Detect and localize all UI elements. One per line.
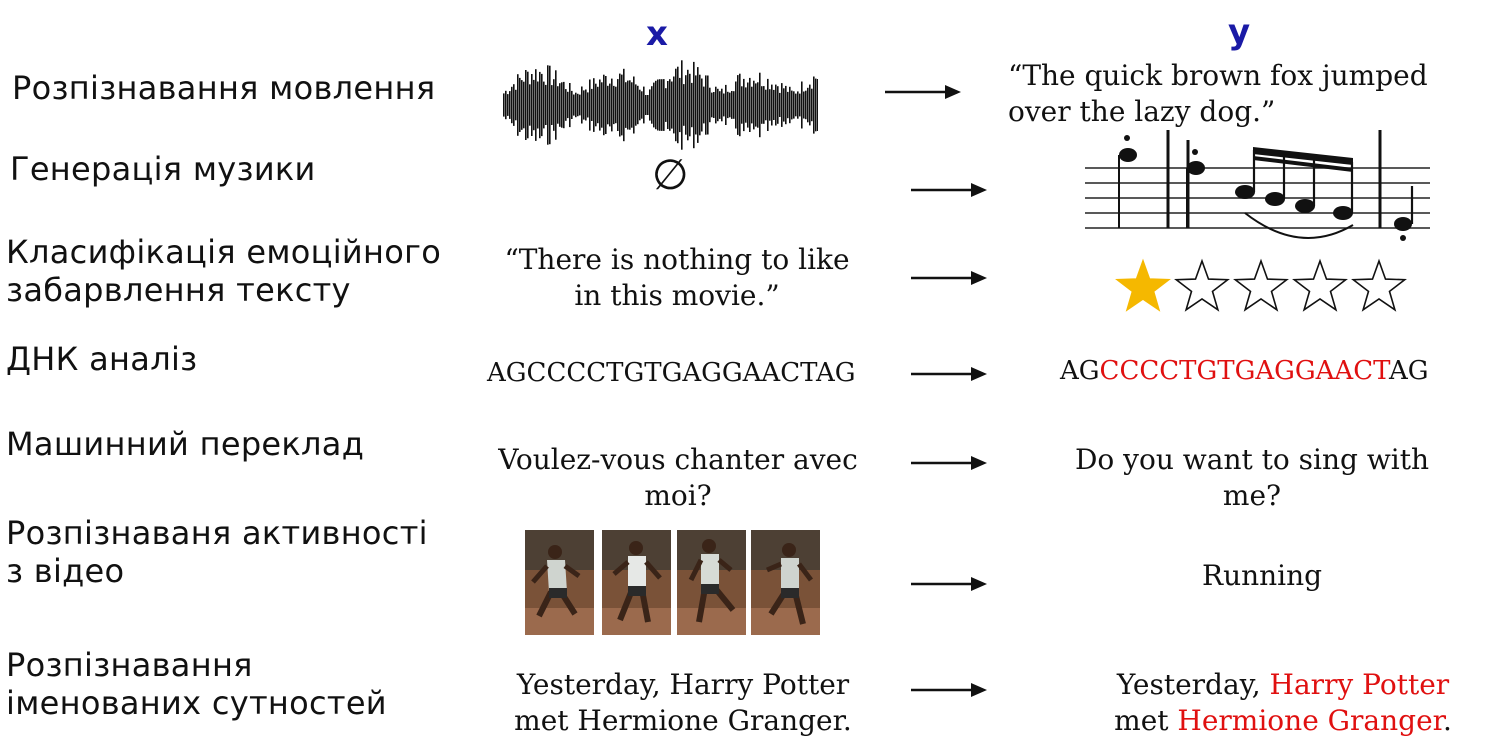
star-empty-icon — [1174, 258, 1230, 312]
star-empty-icon — [1233, 258, 1289, 312]
runner-photo-icon — [677, 530, 746, 635]
column-header-y: y — [1228, 12, 1251, 52]
task-label-sentiment-classification: Класифікація емоційного забарвлення текс… — [6, 233, 442, 309]
column-header-x: x — [646, 14, 668, 54]
runner-photo-icon — [602, 530, 671, 635]
task-label-named-entity-recognition: Розпізнавання іменованих сутностей — [6, 646, 387, 722]
audio-waveform-icon — [503, 60, 818, 150]
input-ner-sentence: Yesterday, Harry Potter met Hermione Gra… — [514, 668, 852, 738]
input-movie-review: “There is nothing to like in this movie.… — [504, 243, 850, 313]
input-french-sentence: Voulez-vous chanter avec moi? — [498, 443, 858, 513]
arrow-icon — [911, 367, 987, 381]
dna-highlight: CCCCTGTGAGGAACT — [1099, 356, 1390, 386]
output-dna-sequence: AGCCCCTGTGAGGAACTAG — [1060, 356, 1429, 386]
output-ner-tagged: Yesterday, Harry Potter met Hermione Gra… — [1114, 668, 1452, 738]
arrow-icon — [911, 271, 987, 285]
runner-photo-icon — [525, 530, 594, 635]
output-activity-label: Running — [1202, 559, 1323, 592]
task-label-speech-recognition: Розпізнавання мовлення — [12, 69, 436, 107]
task-label-dna-analysis: ДНК аналіз — [6, 340, 198, 378]
arrow-icon — [911, 577, 987, 591]
arrow-icon — [911, 456, 987, 470]
task-label-music-generation: Генерація музики — [10, 150, 316, 188]
entity-person-2: Hermione Granger — [1177, 704, 1443, 738]
video-frame-1 — [525, 530, 594, 635]
output-english-translation: Do you want to sing with me? — [1074, 443, 1430, 513]
empty-set-symbol: ∅ — [652, 150, 689, 199]
video-frame-3 — [677, 530, 746, 635]
video-frame-4 — [751, 530, 820, 635]
star-filled-icon — [1115, 258, 1171, 312]
star-empty-icon — [1292, 258, 1348, 312]
task-label-machine-translation: Машинний переклад — [6, 425, 365, 463]
runner-photo-icon — [751, 530, 820, 635]
arrow-icon — [911, 683, 987, 697]
music-score-icon — [1085, 130, 1430, 241]
output-speech-transcript: “The quick brown fox jumped over the laz… — [1008, 59, 1428, 129]
entity-person-1: Harry Potter — [1269, 668, 1450, 701]
arrow-icon — [885, 85, 961, 99]
video-frame-2 — [602, 530, 671, 635]
star-rating — [1115, 258, 1407, 312]
input-dna-sequence: AGCCCCTGTGAGGAACTAG — [487, 358, 856, 388]
task-label-video-activity-recognition: Розпізнаваня активності з відео — [6, 514, 428, 590]
arrow-icon — [911, 183, 987, 197]
star-empty-icon — [1351, 258, 1407, 312]
